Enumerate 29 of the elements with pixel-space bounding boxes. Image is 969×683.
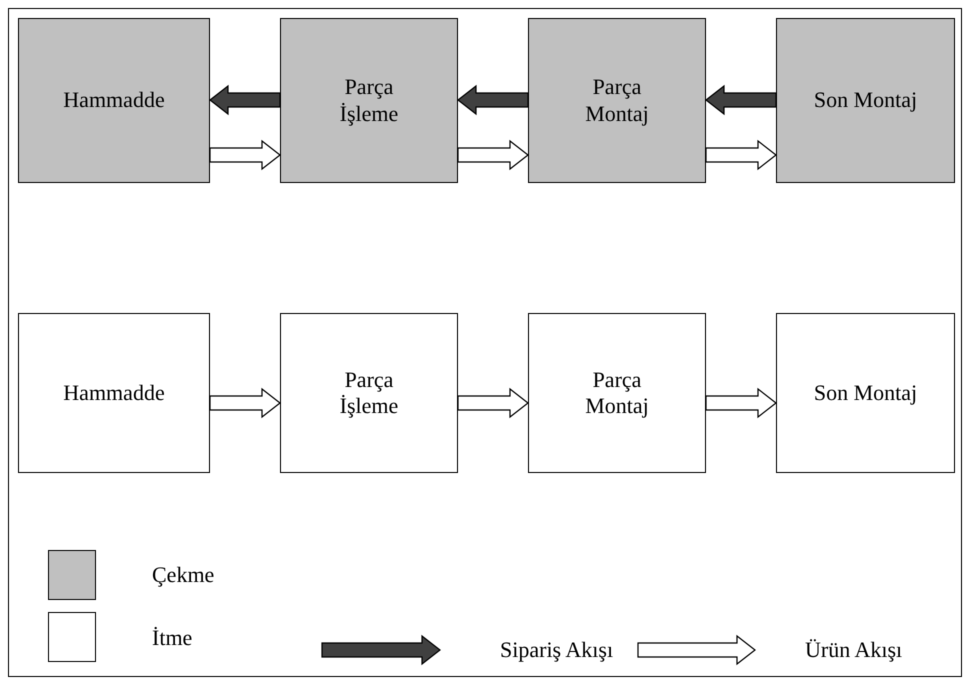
process-box [18,313,210,473]
process-label: Hammadde [63,87,165,114]
process-label: Parça Montaj [584,74,650,127]
block-arrow [209,140,281,170]
process-label: Parça İşleme [338,74,400,127]
legend-label: İtme [152,625,192,651]
process-box [528,18,706,183]
process-label: Son Montaj [814,380,918,406]
block-arrow [457,388,529,418]
legend-label: Çekme [152,562,214,588]
process-box [776,313,955,473]
block-arrow [705,388,777,418]
block-arrow [457,140,529,170]
process-box [776,18,955,183]
process-box [280,18,458,183]
process-box [18,18,210,183]
block-arrow [705,84,777,116]
legend-label: Sipariş Akışı [500,637,614,663]
block-arrow [209,388,281,418]
block-arrow [705,140,777,170]
legend-label: Ürün Akışı [805,637,902,663]
process-label: Son Montaj [814,87,918,114]
block-arrow [457,84,529,116]
process-label: Parça Montaj [584,366,650,420]
process-label: Hammadde [63,380,165,406]
process-box [280,313,458,473]
process-box [528,313,706,473]
process-label: Parça İşleme [338,366,400,420]
block-arrow [209,84,281,116]
